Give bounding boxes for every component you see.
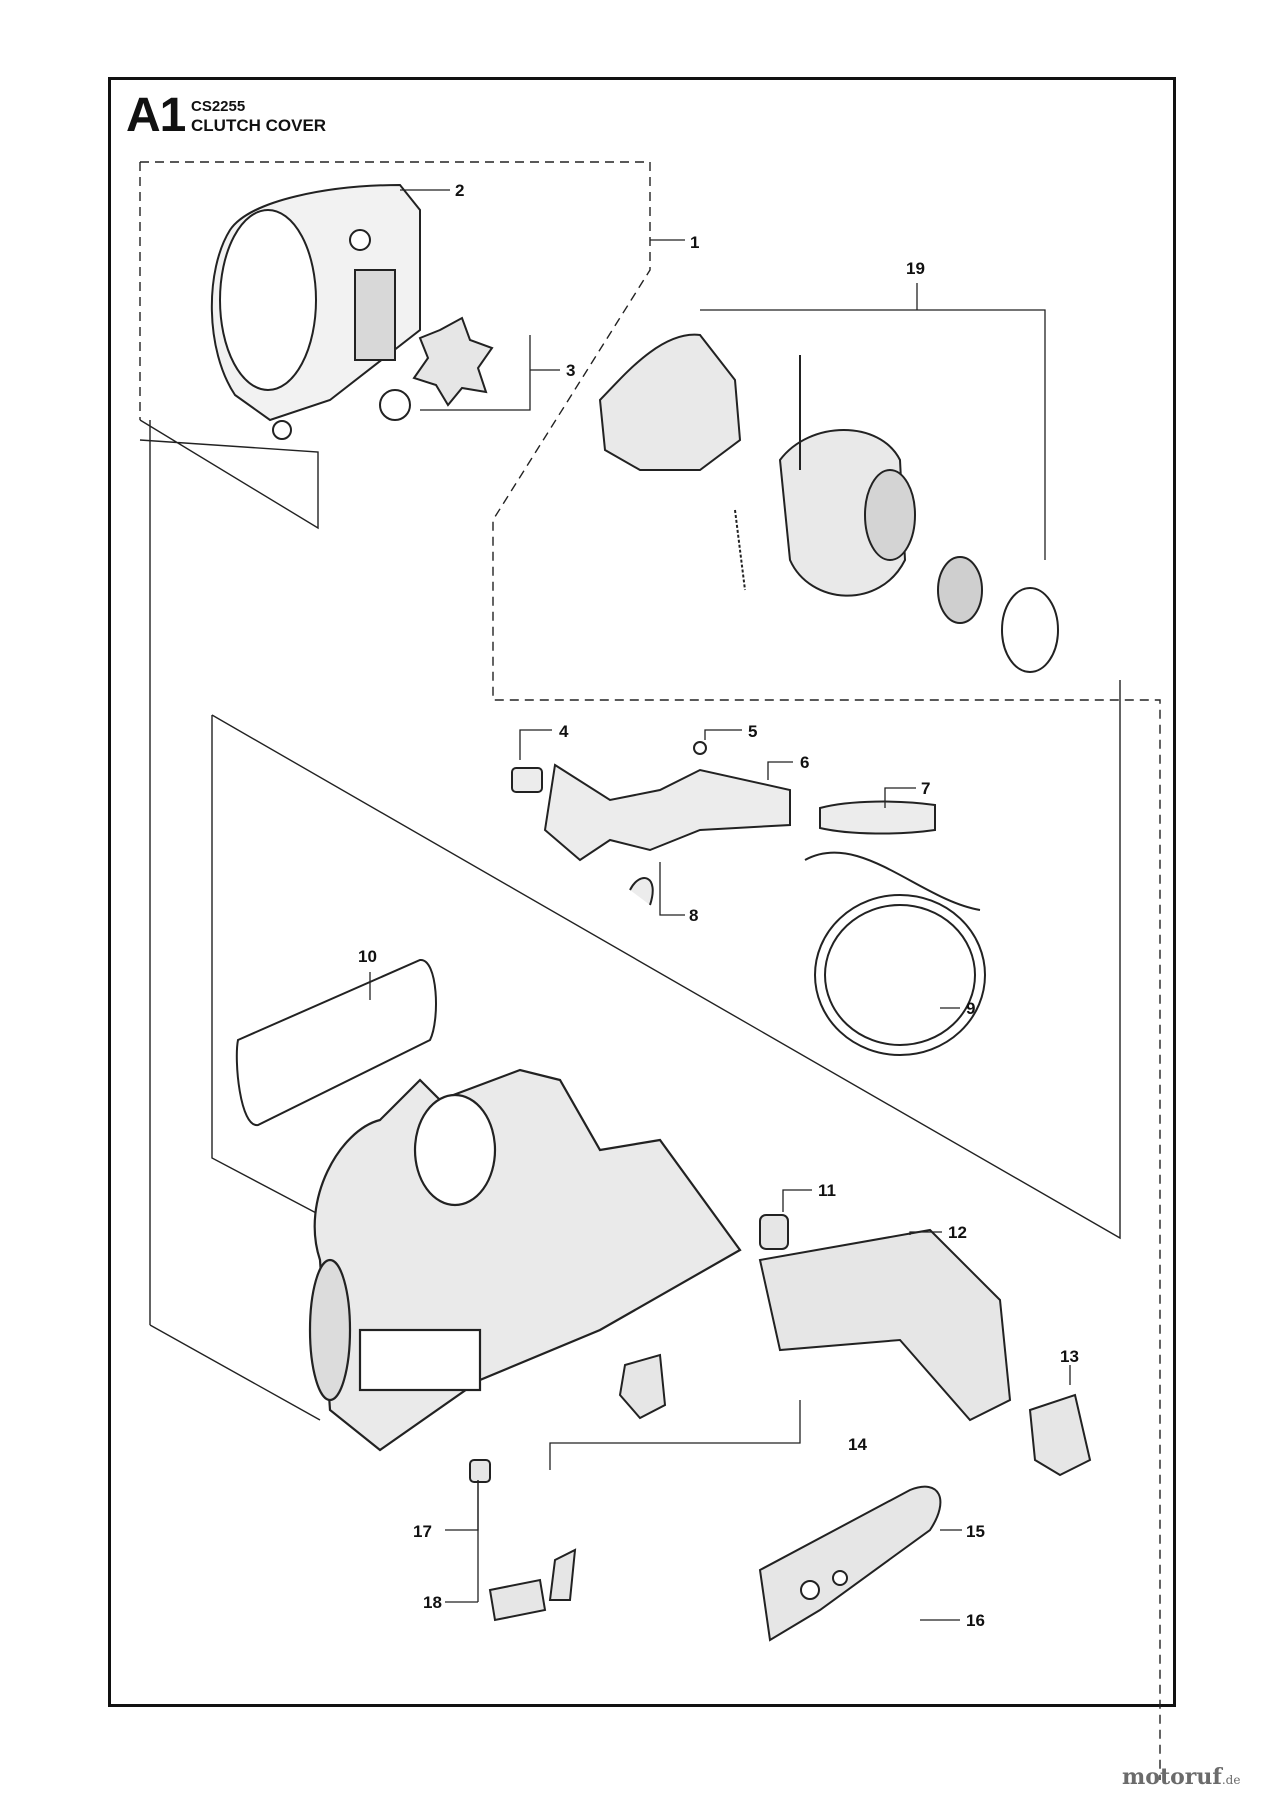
callout-5: 5 [748,722,757,741]
parts-11-18-hardware [469,1214,1092,1642]
callout-6: 6 [800,753,809,772]
main-clutch-cover [308,1068,742,1452]
callout-2: 2 [455,181,464,200]
model-number: CS2255 [191,98,246,115]
leader-lines [369,189,1071,1621]
assembly-outline-left [211,715,321,1216]
assembly-outline-main [211,680,1121,1240]
assembly-outline-lower [149,1324,321,1421]
assembly-boundary-1 [140,161,1161,1780]
parts-4-8-brake-linkage [511,741,936,906]
watermark-tld: .de [1221,1773,1241,1787]
callout-12: 12 [948,1223,967,1242]
callout-15: 15 [966,1522,985,1541]
callout-4: 4 [559,722,569,741]
watermark-logo: motoruf.de [1122,1764,1240,1790]
diagram-title: CLUTCH COVER [191,116,327,135]
part-10-decal [235,958,437,1126]
callout-13: 13 [1060,1347,1079,1366]
watermark-brand: motoruf [1122,1764,1222,1790]
assembly-outline-cover [139,419,319,530]
part-9-brake-band [804,851,986,1056]
callout-18: 18 [423,1593,442,1612]
part-3-knob [379,316,494,421]
diagram-frame [108,77,1176,1707]
part-19-chain-tensioner [598,333,1059,673]
callout-19: 19 [906,259,925,278]
callout-8: 8 [689,906,698,925]
callout-11: 11 [818,1181,836,1200]
callout-labels: 2 1 19 3 4 5 6 7 8 9 10 11 12 13 14 15 1… [358,181,1079,1630]
callout-17: 17 [413,1522,432,1541]
part-2-cover-housing [210,183,421,440]
callout-10: 10 [358,947,377,966]
callout-14: 14 [848,1435,867,1454]
callout-1: 1 [690,233,699,252]
section-code: A1 [126,89,186,142]
callout-3: 3 [566,361,575,380]
callout-9: 9 [966,999,975,1018]
callout-7: 7 [921,779,930,798]
callout-16: 16 [966,1611,985,1630]
